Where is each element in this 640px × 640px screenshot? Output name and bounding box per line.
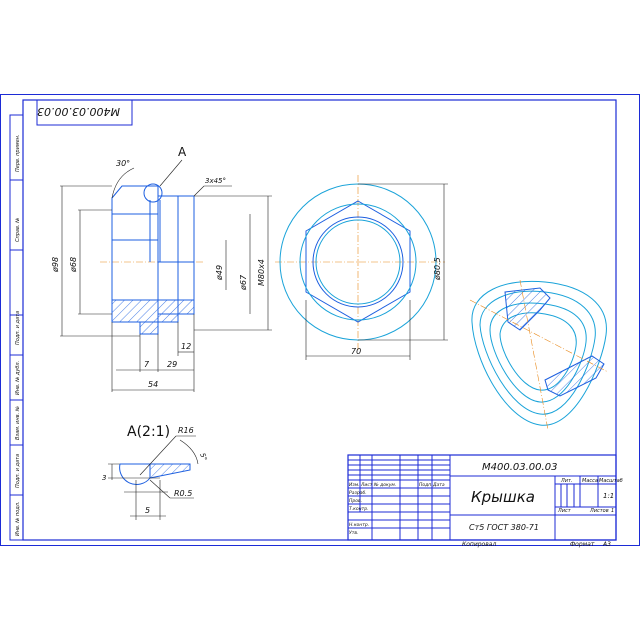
strip-label-3: Подп. и дата	[15, 311, 21, 345]
part-material: Ст5 ГОСТ 380-71	[469, 523, 539, 532]
row-header-doc: № докум.	[373, 482, 396, 488]
part-name: Крышка	[471, 488, 535, 506]
strip-label-5: Взам. инв. №	[15, 406, 21, 440]
rotated-code: M400.03.00.03	[37, 105, 120, 118]
row-label-razrab: Разраб.	[349, 490, 367, 496]
detail-dim-r05: R0.5	[174, 489, 192, 498]
row-header-sign: Подп.	[419, 482, 433, 488]
dim-thread: M80x4	[257, 259, 266, 286]
detail-dim-h3: 3	[102, 474, 106, 482]
header-lit: Лит.	[560, 478, 573, 484]
format-value: A3	[602, 541, 611, 548]
strip-label-6: Подп. и дата	[15, 454, 21, 488]
row-label-utv: Утв.	[349, 530, 358, 536]
title-code: M400.03.00.03	[482, 462, 557, 473]
dim-d80-5: ø80.5	[433, 257, 442, 281]
detail-view-a: A(2:1) 3 5 R16 R0.5 5°	[102, 424, 208, 520]
row-label-prov: Пров.	[349, 498, 362, 504]
copied-label: Копировал	[462, 541, 496, 548]
dim-d67: ø67	[239, 274, 248, 291]
front-view: A ø98 ø68 ø49 ø67 M80x4 30° 3x45°	[51, 145, 272, 392]
dim-w7: 7	[144, 360, 150, 369]
row-header-date: Дата	[432, 482, 445, 488]
strip-label-2: Справ. №	[15, 218, 21, 242]
detail-label: A(2:1)	[127, 424, 170, 440]
header-scale: Масштаб	[599, 478, 623, 484]
title-block: M400.03.00.03 Крышка Ст5 ГОСТ 380-71 Лит…	[347, 454, 623, 541]
scale-value: 1:1	[603, 492, 614, 500]
strip-label-7: Инв. № подл.	[15, 502, 21, 537]
dim-w54: 54	[148, 380, 158, 389]
header-mass: Масса	[582, 478, 598, 484]
dim-angle-30: 30°	[116, 159, 130, 168]
detail-dim-w5: 5	[145, 506, 150, 515]
isometric-view	[469, 279, 609, 431]
left-binding-strip: Перв. примен. Справ. № Подп. и дата Инв.…	[9, 114, 24, 541]
rotated-code-box	[36, 99, 133, 126]
detail-dim-angle: 5°	[198, 452, 208, 462]
row-label-tkontr: Т.контр.	[349, 506, 369, 512]
sheet-label: Лист	[557, 508, 572, 514]
callout-label: A	[178, 145, 187, 159]
side-view: 70 ø80.5	[275, 175, 448, 360]
sheets-label: Листов	[589, 508, 609, 514]
dim-d98: ø98	[51, 257, 60, 273]
dim-d68: ø68	[69, 257, 78, 273]
dim-across-flats: 70	[351, 347, 361, 356]
row-header-izm: Изм. Лист	[349, 482, 373, 488]
strip-label-1: Перв. примен.	[15, 134, 21, 172]
dim-w12: 12	[181, 342, 191, 351]
dim-w29: 29	[167, 360, 177, 369]
row-label-nkontr: Н.контр.	[349, 522, 369, 528]
outer-sheet-border	[0, 94, 640, 546]
dim-d49: ø49	[215, 265, 224, 281]
format-label: Формат	[570, 541, 595, 548]
detail-dim-r16: R16	[178, 426, 194, 435]
sheets-value: 1	[611, 508, 614, 514]
dim-chamfer: 3x45°	[205, 177, 226, 185]
strip-label-4: Инв. № дубл.	[15, 361, 21, 395]
